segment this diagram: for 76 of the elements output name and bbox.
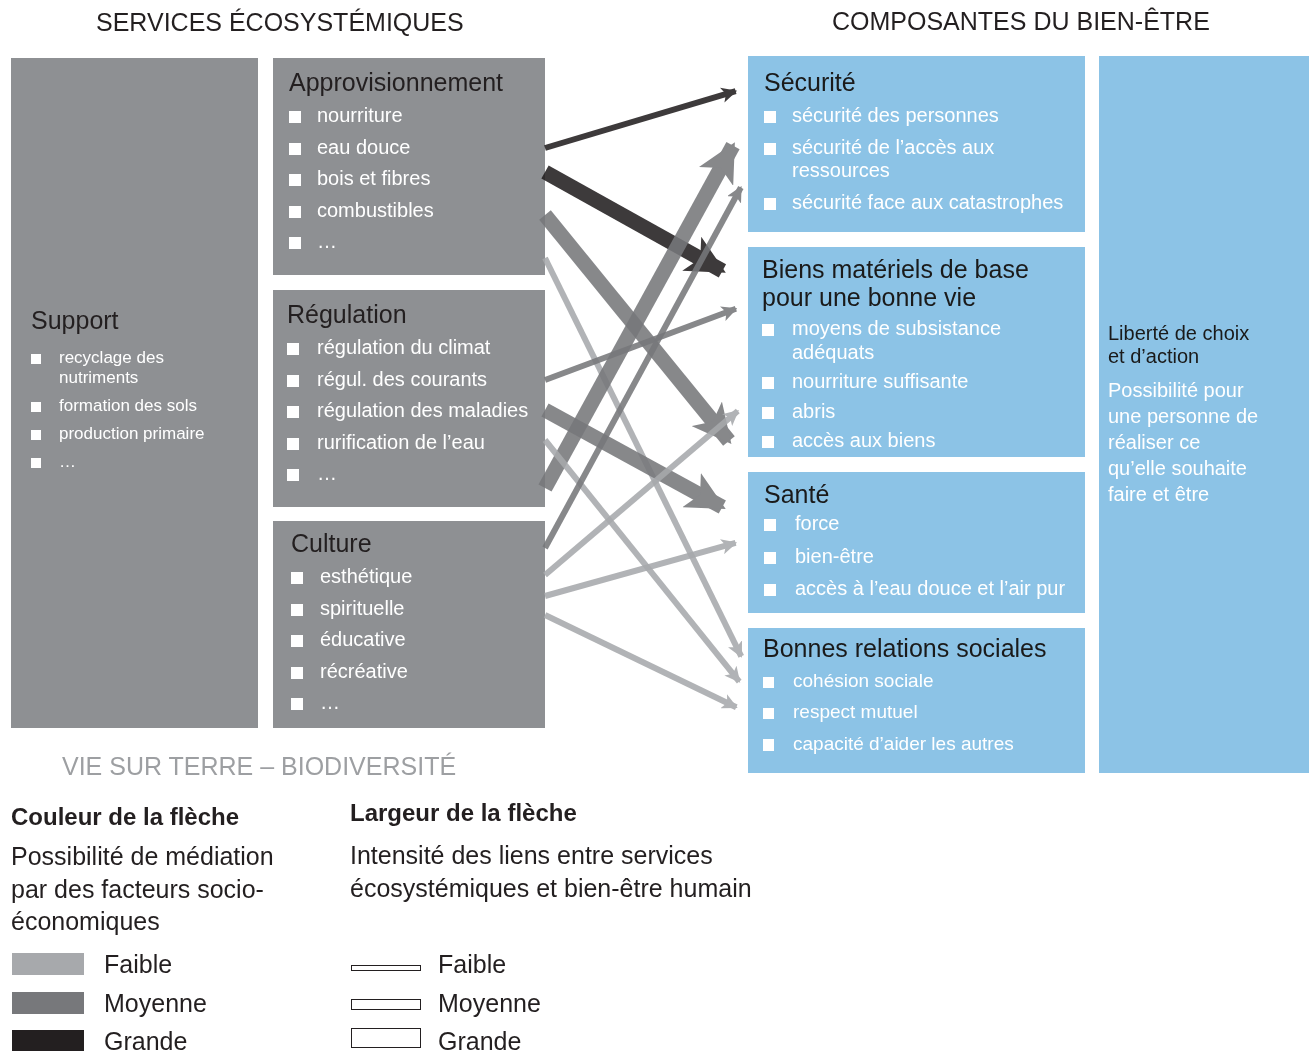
well-being-panel (748, 472, 1085, 613)
arrow (543, 612, 738, 710)
bullet-item: formation des sols (31, 395, 246, 416)
legend-text: Faible (438, 952, 507, 977)
arrow (538, 142, 740, 492)
bullet-item: éducative (291, 628, 535, 652)
bullet-item: respect mutuel (763, 701, 1079, 724)
arrow (544, 87, 738, 151)
well-being-panel (748, 56, 1085, 232)
bullet-item: régul. des courants (287, 367, 539, 392)
bullet-item: production primaire (31, 424, 246, 445)
bullet-item: régulation du climat (287, 336, 539, 360)
bullet-item: accès à l’eau douce et l’air pur (764, 577, 1081, 601)
bullet-item: rurification de l’eau (287, 430, 539, 455)
panel-heading: Biens matériels de base pour une bonne vie (762, 255, 1030, 311)
panel-heading: Approvisionnement (289, 68, 504, 96)
bullet-item: nourriture suffisante (762, 370, 1079, 394)
legend-text: Grande (104, 1029, 188, 1051)
bullet-item: accès aux biens (762, 429, 1079, 453)
caption-text: Intensité des liens entre services écosystémiques et bien-être humain (350, 840, 753, 904)
service-panel (273, 521, 545, 728)
bullet-item: abris (762, 399, 1079, 424)
bullet-item: … (287, 462, 539, 486)
bullet-item: esthétique (291, 565, 535, 589)
panel-heading: Support (31, 305, 120, 334)
bullet-item: bien-être (764, 544, 1081, 569)
caption-text: SERVICES ÉCOSYSTÉMIQUES (96, 7, 464, 38)
caption-text: COMPOSANTES DU BIEN-ÊTRE (832, 6, 1210, 37)
legend-text: Faible (104, 952, 173, 977)
bullet-item: capacité d’aider les autres (763, 732, 1079, 756)
panel-heading: Santé (764, 480, 831, 508)
legend-heading: Largeur de la flèche (350, 798, 577, 828)
well-being-panel (748, 628, 1085, 773)
bullet-item: régulation des maladies (287, 399, 539, 423)
arrow (542, 438, 742, 684)
panel-heading: Sécurité (764, 68, 857, 96)
bullet-item: récréative (291, 659, 535, 684)
caption-text: VIE SUR TERRE – BIODIVERSITÉ (62, 751, 457, 782)
panel-heading: Culture (291, 529, 373, 557)
bullet-item: … (291, 691, 535, 715)
bullet-item: recyclage des nutriments (31, 347, 246, 388)
legend-text: Grande (438, 1029, 522, 1051)
bullet-item: … (31, 452, 246, 473)
bullet-item: … (289, 230, 535, 254)
legend-text: Moyenne (438, 990, 541, 1016)
caption-text: Possibilité de médiation par des facteurs socio-économiques (11, 841, 275, 937)
bullet-item: eau douce (289, 135, 535, 160)
legend-heading: Couleur de la flèche (11, 802, 240, 832)
arrow (541, 403, 726, 514)
panel-description: Possibilité pour une personne de réaliser ce qu’elle souhaite faire et être (1108, 377, 1259, 507)
arrow (543, 408, 740, 578)
arrow (539, 210, 735, 446)
bullet-item: force (764, 512, 1081, 536)
bullet-item: sécurité face aux catastrophes (764, 190, 1079, 215)
service-panel (273, 290, 545, 507)
arrow (542, 186, 744, 550)
well-being-panel (1099, 56, 1309, 773)
arrow (542, 256, 744, 658)
bullet-item: nourriture (289, 104, 535, 128)
service-panel (11, 58, 258, 728)
bullet-item: sécurité de l’accès aux ressources (764, 135, 1079, 183)
panel-heading: Liberté de choix et d’action (1108, 322, 1251, 367)
bullet-item: bois et fibres (289, 167, 535, 191)
bullet-item: moyens de subsistance adéquats (762, 317, 1079, 365)
service-panel (273, 58, 545, 275)
bullet-item: sécurité des personnes (764, 104, 1079, 128)
bullet-item: spirituelle (291, 596, 535, 621)
arrow (541, 165, 727, 278)
well-being-panel (748, 247, 1085, 457)
legend-text: Moyenne (104, 990, 207, 1016)
arrow (543, 305, 738, 383)
panel-heading: Régulation (287, 300, 408, 328)
bullet-item: cohésion sociale (763, 670, 1079, 693)
bullet-item: combustibles (289, 198, 535, 223)
arrow (544, 539, 738, 599)
panel-heading: Bonnes relations sociales (763, 634, 1048, 662)
